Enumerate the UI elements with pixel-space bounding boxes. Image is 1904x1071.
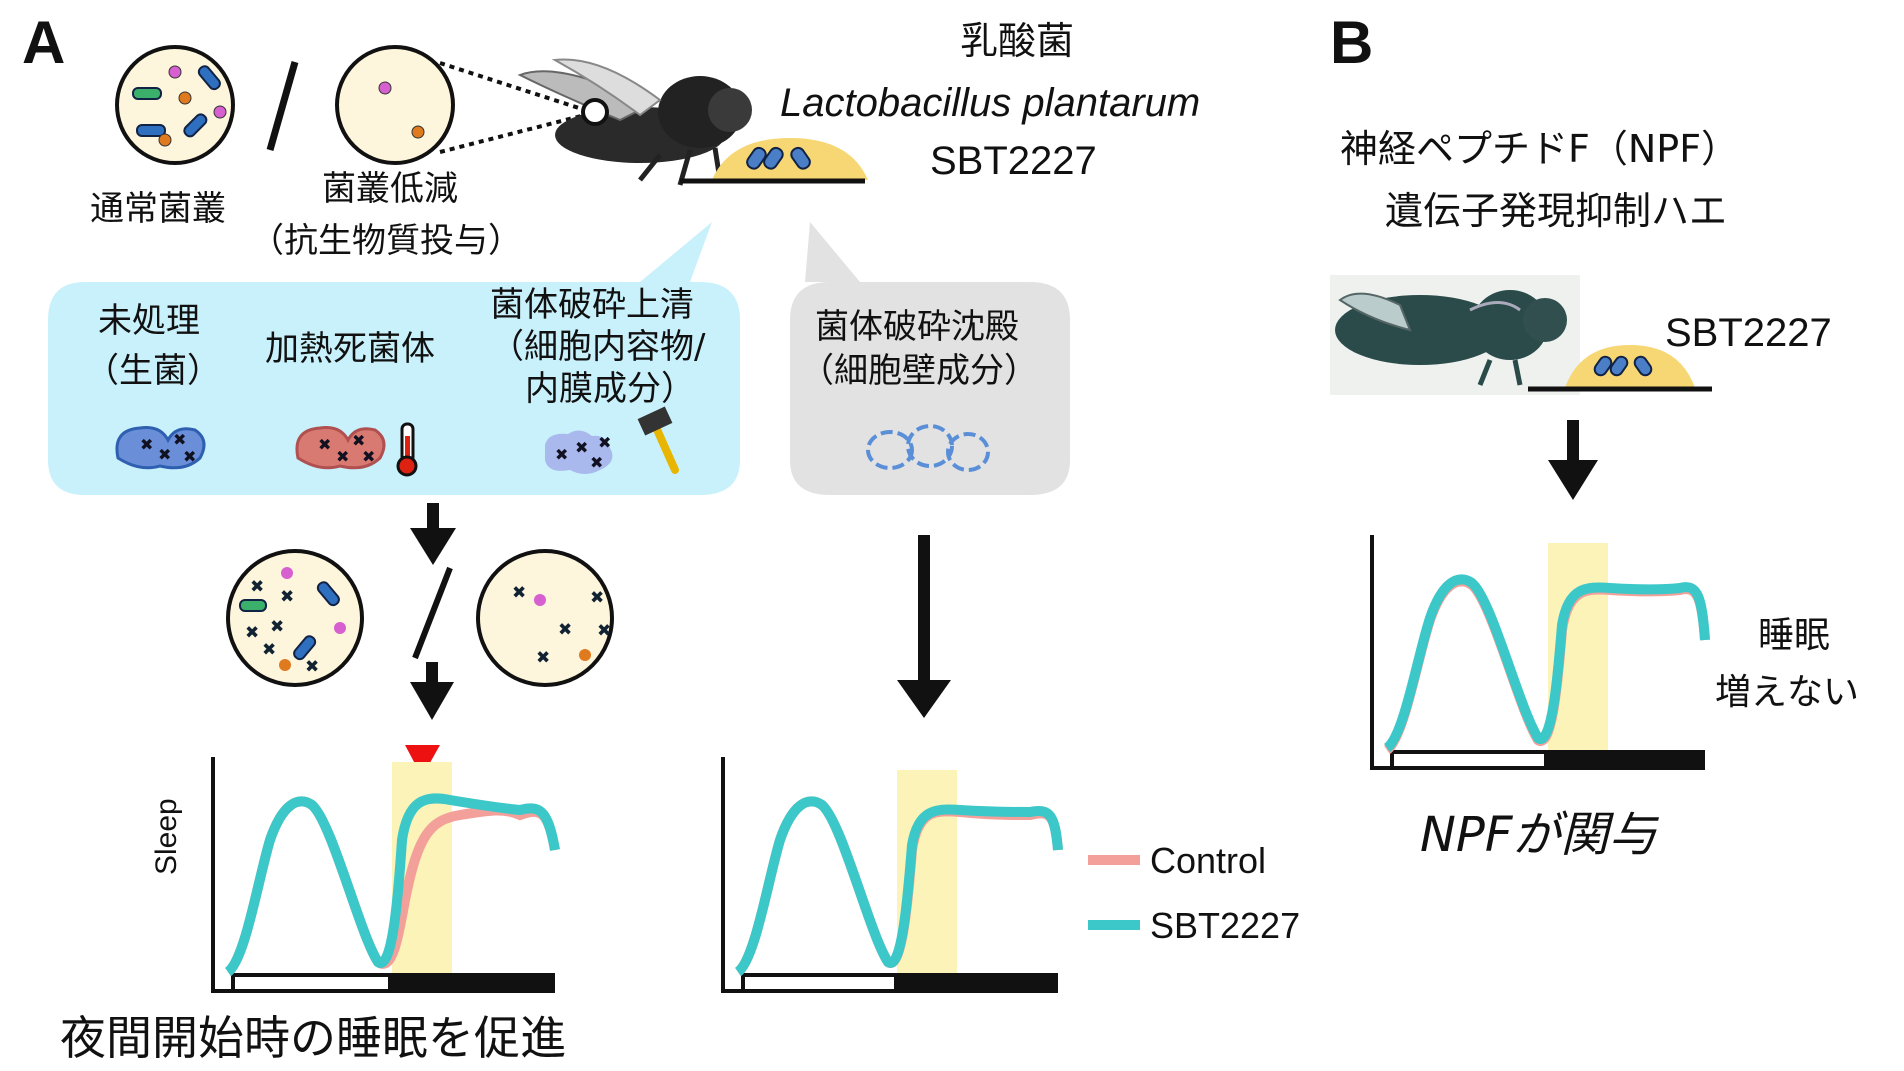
supernatant-detail-1: （細胞内容物/ xyxy=(490,327,706,367)
untreated-label: 未処理 xyxy=(98,301,200,341)
svg-text:✖: ✖ xyxy=(536,648,550,668)
reduced-microbiota-label: 菌叢低減 xyxy=(322,169,458,209)
supernatant-label: 菌体破砕上清 xyxy=(490,285,694,325)
food-with-bacteria xyxy=(680,138,868,184)
svg-text:✖: ✖ xyxy=(318,435,331,454)
svg-text:✖: ✖ xyxy=(362,447,375,466)
down-arrow-b xyxy=(1548,420,1598,500)
slash-divider-2 xyxy=(412,566,453,660)
thermometer-icon xyxy=(396,422,418,477)
svg-text:✖: ✖ xyxy=(555,445,568,464)
supernatant-detail-2: 内膜成分） xyxy=(525,369,695,409)
live-bacteria-label: （生菌） xyxy=(85,351,221,391)
svg-text:✖: ✖ xyxy=(245,623,259,643)
petri-dish-reduced xyxy=(335,45,455,165)
fly-illustration xyxy=(517,58,752,186)
y-axis-label: Sleep xyxy=(150,798,183,875)
hammer-icon xyxy=(637,406,679,474)
panel-a-label: A xyxy=(22,9,66,76)
disrupted-bacteria-icon: ✖✖ ✖✖ xyxy=(545,430,613,474)
svg-text:✖: ✖ xyxy=(575,438,588,457)
down-arrow-treatments xyxy=(410,503,456,565)
svg-text:✖: ✖ xyxy=(270,617,284,637)
npf-title-2: 遺伝子発現抑制ハエ xyxy=(1385,189,1728,233)
svg-text:✖: ✖ xyxy=(558,620,572,640)
petri-dish-normal xyxy=(115,45,235,165)
cell-wall-fragments-icon xyxy=(866,424,990,472)
svg-text:✖: ✖ xyxy=(140,435,153,454)
bacteria-title: 乳酸菌 xyxy=(960,19,1075,63)
sleep-graph-b xyxy=(1370,535,1710,770)
svg-text:✖: ✖ xyxy=(336,447,349,466)
sleep-graph-a1 xyxy=(211,757,560,993)
live-bacteria-icon: ✖✖ ✖✖ xyxy=(115,426,206,470)
svg-text:✖: ✖ xyxy=(590,453,603,472)
pellet-detail: （細胞壁成分） xyxy=(800,351,1038,391)
svg-text:✖: ✖ xyxy=(250,577,264,597)
svg-text:✖: ✖ xyxy=(352,431,365,450)
svg-text:✖: ✖ xyxy=(305,657,319,677)
treatment-bubble xyxy=(48,222,740,495)
strain-name-a: SBT2227 xyxy=(930,139,1097,183)
strain-name-b: SBT2227 xyxy=(1665,311,1832,355)
conclusion-b: NPFが関与 xyxy=(1420,807,1657,863)
svg-text:✖: ✖ xyxy=(590,588,604,608)
down-arrow-pellet xyxy=(897,535,951,718)
conclusion-a: 夜間開始時の睡眠を促進 xyxy=(60,1011,566,1065)
npf-title: 神経ペプチドF（NPF） xyxy=(1340,127,1740,171)
petri-dish-reduced-treated: ✖ ✖ ✖ ✖ ✖ xyxy=(476,549,614,687)
svg-text:✖: ✖ xyxy=(173,430,186,449)
svg-text:✖: ✖ xyxy=(262,640,276,660)
pellet-bubble xyxy=(790,222,1070,495)
night-onset-marker xyxy=(405,745,440,777)
food-with-bacteria-b xyxy=(1528,345,1712,392)
svg-text:✖: ✖ xyxy=(280,587,294,607)
svg-text:✖: ✖ xyxy=(158,445,171,464)
svg-text:✖: ✖ xyxy=(512,583,526,603)
svg-text:✖: ✖ xyxy=(597,621,611,641)
antibiotic-label: （抗生物質投与） xyxy=(250,221,522,261)
petri-dish-normal-treated: ✖ ✖ ✖ ✖ ✖ ✖ xyxy=(226,549,364,687)
normal-microbiota-label: 通常菌叢 xyxy=(90,189,226,229)
species-name: Lactobacillus plantarum xyxy=(780,81,1201,125)
fly-illustration-b xyxy=(1330,275,1580,395)
pellet-label: 菌体破砕沈殿 xyxy=(815,307,1019,347)
sleep-result-2: 増えない xyxy=(1715,672,1860,713)
sleep-graph-a2 xyxy=(721,757,1063,993)
down-arrow-to-graph xyxy=(410,662,454,720)
svg-text:✖: ✖ xyxy=(183,447,196,466)
heat-killed-label: 加熱死菌体 xyxy=(265,329,435,369)
panel-b-label: B xyxy=(1330,9,1374,76)
slash-divider xyxy=(266,61,299,151)
sleep-result-1: 睡眠 xyxy=(1758,615,1831,656)
legend-sbt-label: SBT2227 xyxy=(1150,905,1301,946)
legend-control-label: Control xyxy=(1150,840,1267,881)
zoom-line-bottom xyxy=(439,113,586,154)
heat-killed-bacteria-icon: ✖✖ ✖✖ xyxy=(295,426,386,470)
svg-text:✖: ✖ xyxy=(598,433,611,452)
